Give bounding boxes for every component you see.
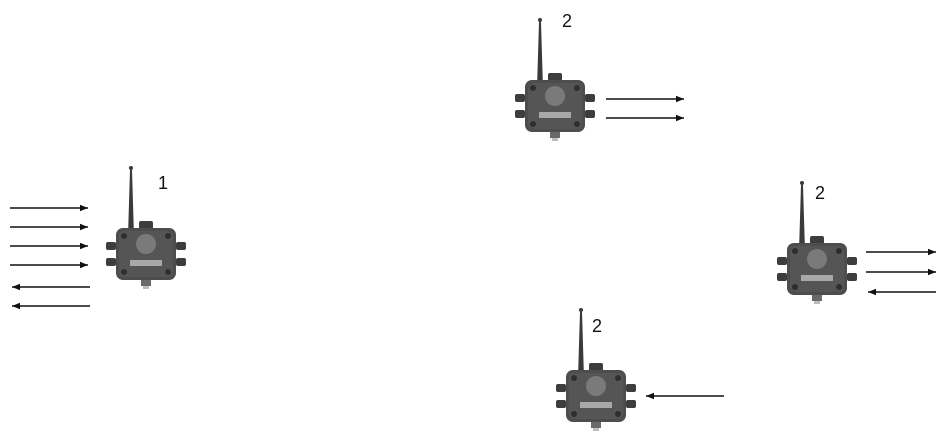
gateway-outgoing-arrows xyxy=(12,283,90,310)
wireless-device-icon xyxy=(515,18,595,141)
node-right-label: 2 xyxy=(815,183,825,203)
node-right: 2 xyxy=(777,181,936,304)
node-top-outgoing-arrows xyxy=(606,95,684,122)
node-bottom: 2 xyxy=(556,308,724,431)
gateway-incoming-arrows xyxy=(10,204,88,269)
node-top: 2 xyxy=(515,11,684,141)
node-top-label: 2 xyxy=(562,11,572,31)
node-right-outgoing-arrows xyxy=(866,248,936,276)
node-gateway: 1 xyxy=(10,166,186,310)
wireless-device-icon xyxy=(106,166,186,289)
node-bottom-label: 2 xyxy=(592,316,602,336)
node-gateway-label: 1 xyxy=(158,173,168,193)
